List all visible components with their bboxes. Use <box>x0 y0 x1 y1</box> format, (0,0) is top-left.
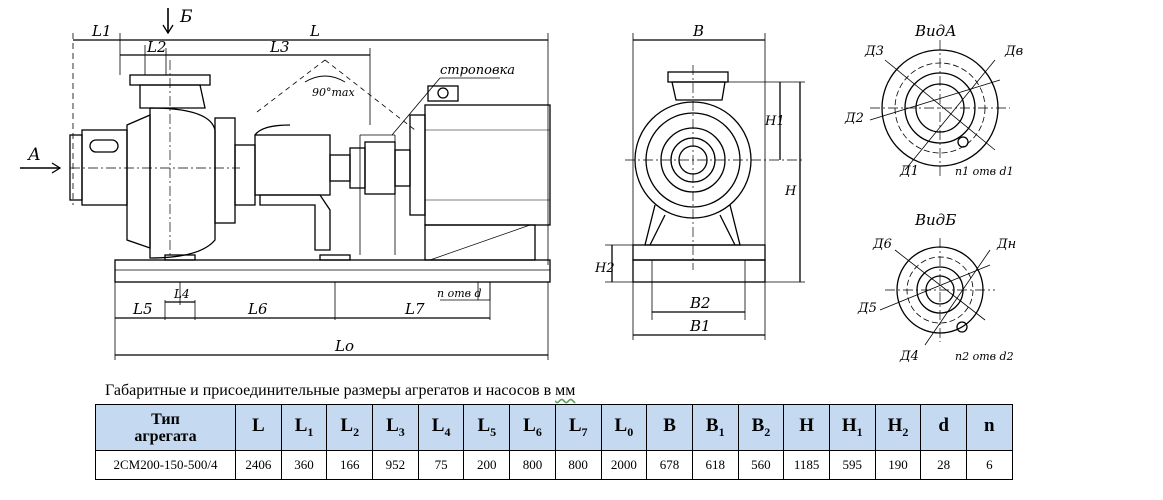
table-caption-unit: мм <box>555 382 576 399</box>
header-col: H1 <box>828 404 876 451</box>
view-b-d4: Д4 <box>899 349 919 364</box>
header-col: L0 <box>600 404 648 451</box>
dim-b1-label: B1 <box>689 317 711 335</box>
dim-l2-label: L2 <box>146 38 167 56</box>
view-a-d1: Д1 <box>899 164 919 179</box>
dim-l5-label: L5 <box>132 300 153 318</box>
view-b-flange <box>879 238 995 346</box>
header-col: B2 <box>737 404 785 451</box>
header-col: L7 <box>554 404 602 451</box>
header-col: L6 <box>509 404 556 451</box>
cell-value: 800 <box>509 450 556 480</box>
cell-value: 200 <box>463 450 511 480</box>
cell-value: 2000 <box>600 450 648 480</box>
header-col: H <box>783 404 830 451</box>
dim-b2-label: B2 <box>689 294 711 312</box>
dim-h-label: H <box>784 184 797 199</box>
header-col: L1 <box>280 404 328 451</box>
cell-value: 800 <box>554 450 602 480</box>
header-col: H2 <box>874 404 922 451</box>
view-a-d2: Д2 <box>844 111 864 126</box>
table-caption: Габаритные и присоединительные размеры а… <box>105 382 575 400</box>
cell-value: 1185 <box>783 450 830 480</box>
angle-label: 90°max <box>312 86 355 99</box>
dim-l6-label: L6 <box>247 300 268 318</box>
dim-l0-label: Lо <box>334 337 354 355</box>
cell-value: 6 <box>966 450 1013 480</box>
dim-l-label: L <box>309 22 320 40</box>
cell-value: 560 <box>737 450 785 480</box>
table-caption-text: Габаритные и присоединительные размеры а… <box>105 382 556 399</box>
header-col: L <box>235 404 282 451</box>
dim-l1-label: L1 <box>91 22 112 40</box>
flow-a-label: А <box>27 145 41 165</box>
cell-value: 678 <box>646 450 693 480</box>
dim-h2-label: H2 <box>594 261 615 276</box>
view-b-d5: Д5 <box>857 301 877 316</box>
view-b-holes: n2 отв d2 <box>955 350 1014 363</box>
cell-value: 190 <box>874 450 922 480</box>
header-col: B <box>646 404 693 451</box>
dim-l4-label: L4 <box>173 287 190 301</box>
view-b-dn: Дн <box>996 237 1016 252</box>
front-view <box>605 33 805 340</box>
pump-unit-drawing: Б А L1 L2 L3 L 90°max строповка L4 L5 L6… <box>20 7 1023 364</box>
view-b-arrow-label: Б <box>179 7 193 27</box>
table-row: 2СМ200-150-500/4 2406 360 166 952 75 200… <box>95 450 1013 480</box>
view-b-d6: Д6 <box>872 237 892 252</box>
view-a-dv: Дв <box>1004 44 1023 59</box>
view-a-flange <box>869 40 1010 176</box>
dim-l7-label: L7 <box>404 300 425 318</box>
view-a-title: ВидА <box>914 22 957 40</box>
header-col: L3 <box>372 404 419 451</box>
header-col: L4 <box>417 404 465 451</box>
cell-value: 2406 <box>235 450 282 480</box>
cell-type: 2СМ200-150-500/4 <box>95 450 236 480</box>
view-b-title: ВидБ <box>914 211 956 229</box>
holes-bottom-label: n отв d <box>437 287 482 300</box>
cell-value: 595 <box>828 450 876 480</box>
side-view <box>20 8 551 360</box>
dim-b-label: B <box>692 22 704 40</box>
cell-value: 952 <box>372 450 419 480</box>
header-col: B1 <box>691 404 739 451</box>
header-col: L5 <box>463 404 511 451</box>
cell-value: 360 <box>280 450 328 480</box>
header-col: n <box>966 404 1013 451</box>
cell-value: 618 <box>691 450 739 480</box>
cell-value: 166 <box>326 450 374 480</box>
view-a-holes: n1 отв d1 <box>955 165 1014 178</box>
header-col: L2 <box>326 404 374 451</box>
cell-value: 28 <box>920 450 967 480</box>
dim-l3-label: L3 <box>269 38 290 56</box>
sling-label: строповка <box>440 63 515 78</box>
header-col: d <box>920 404 967 451</box>
cell-value: 75 <box>417 450 465 480</box>
dim-h1-label: H1 <box>764 114 785 129</box>
view-a-d3: Д3 <box>864 44 884 59</box>
